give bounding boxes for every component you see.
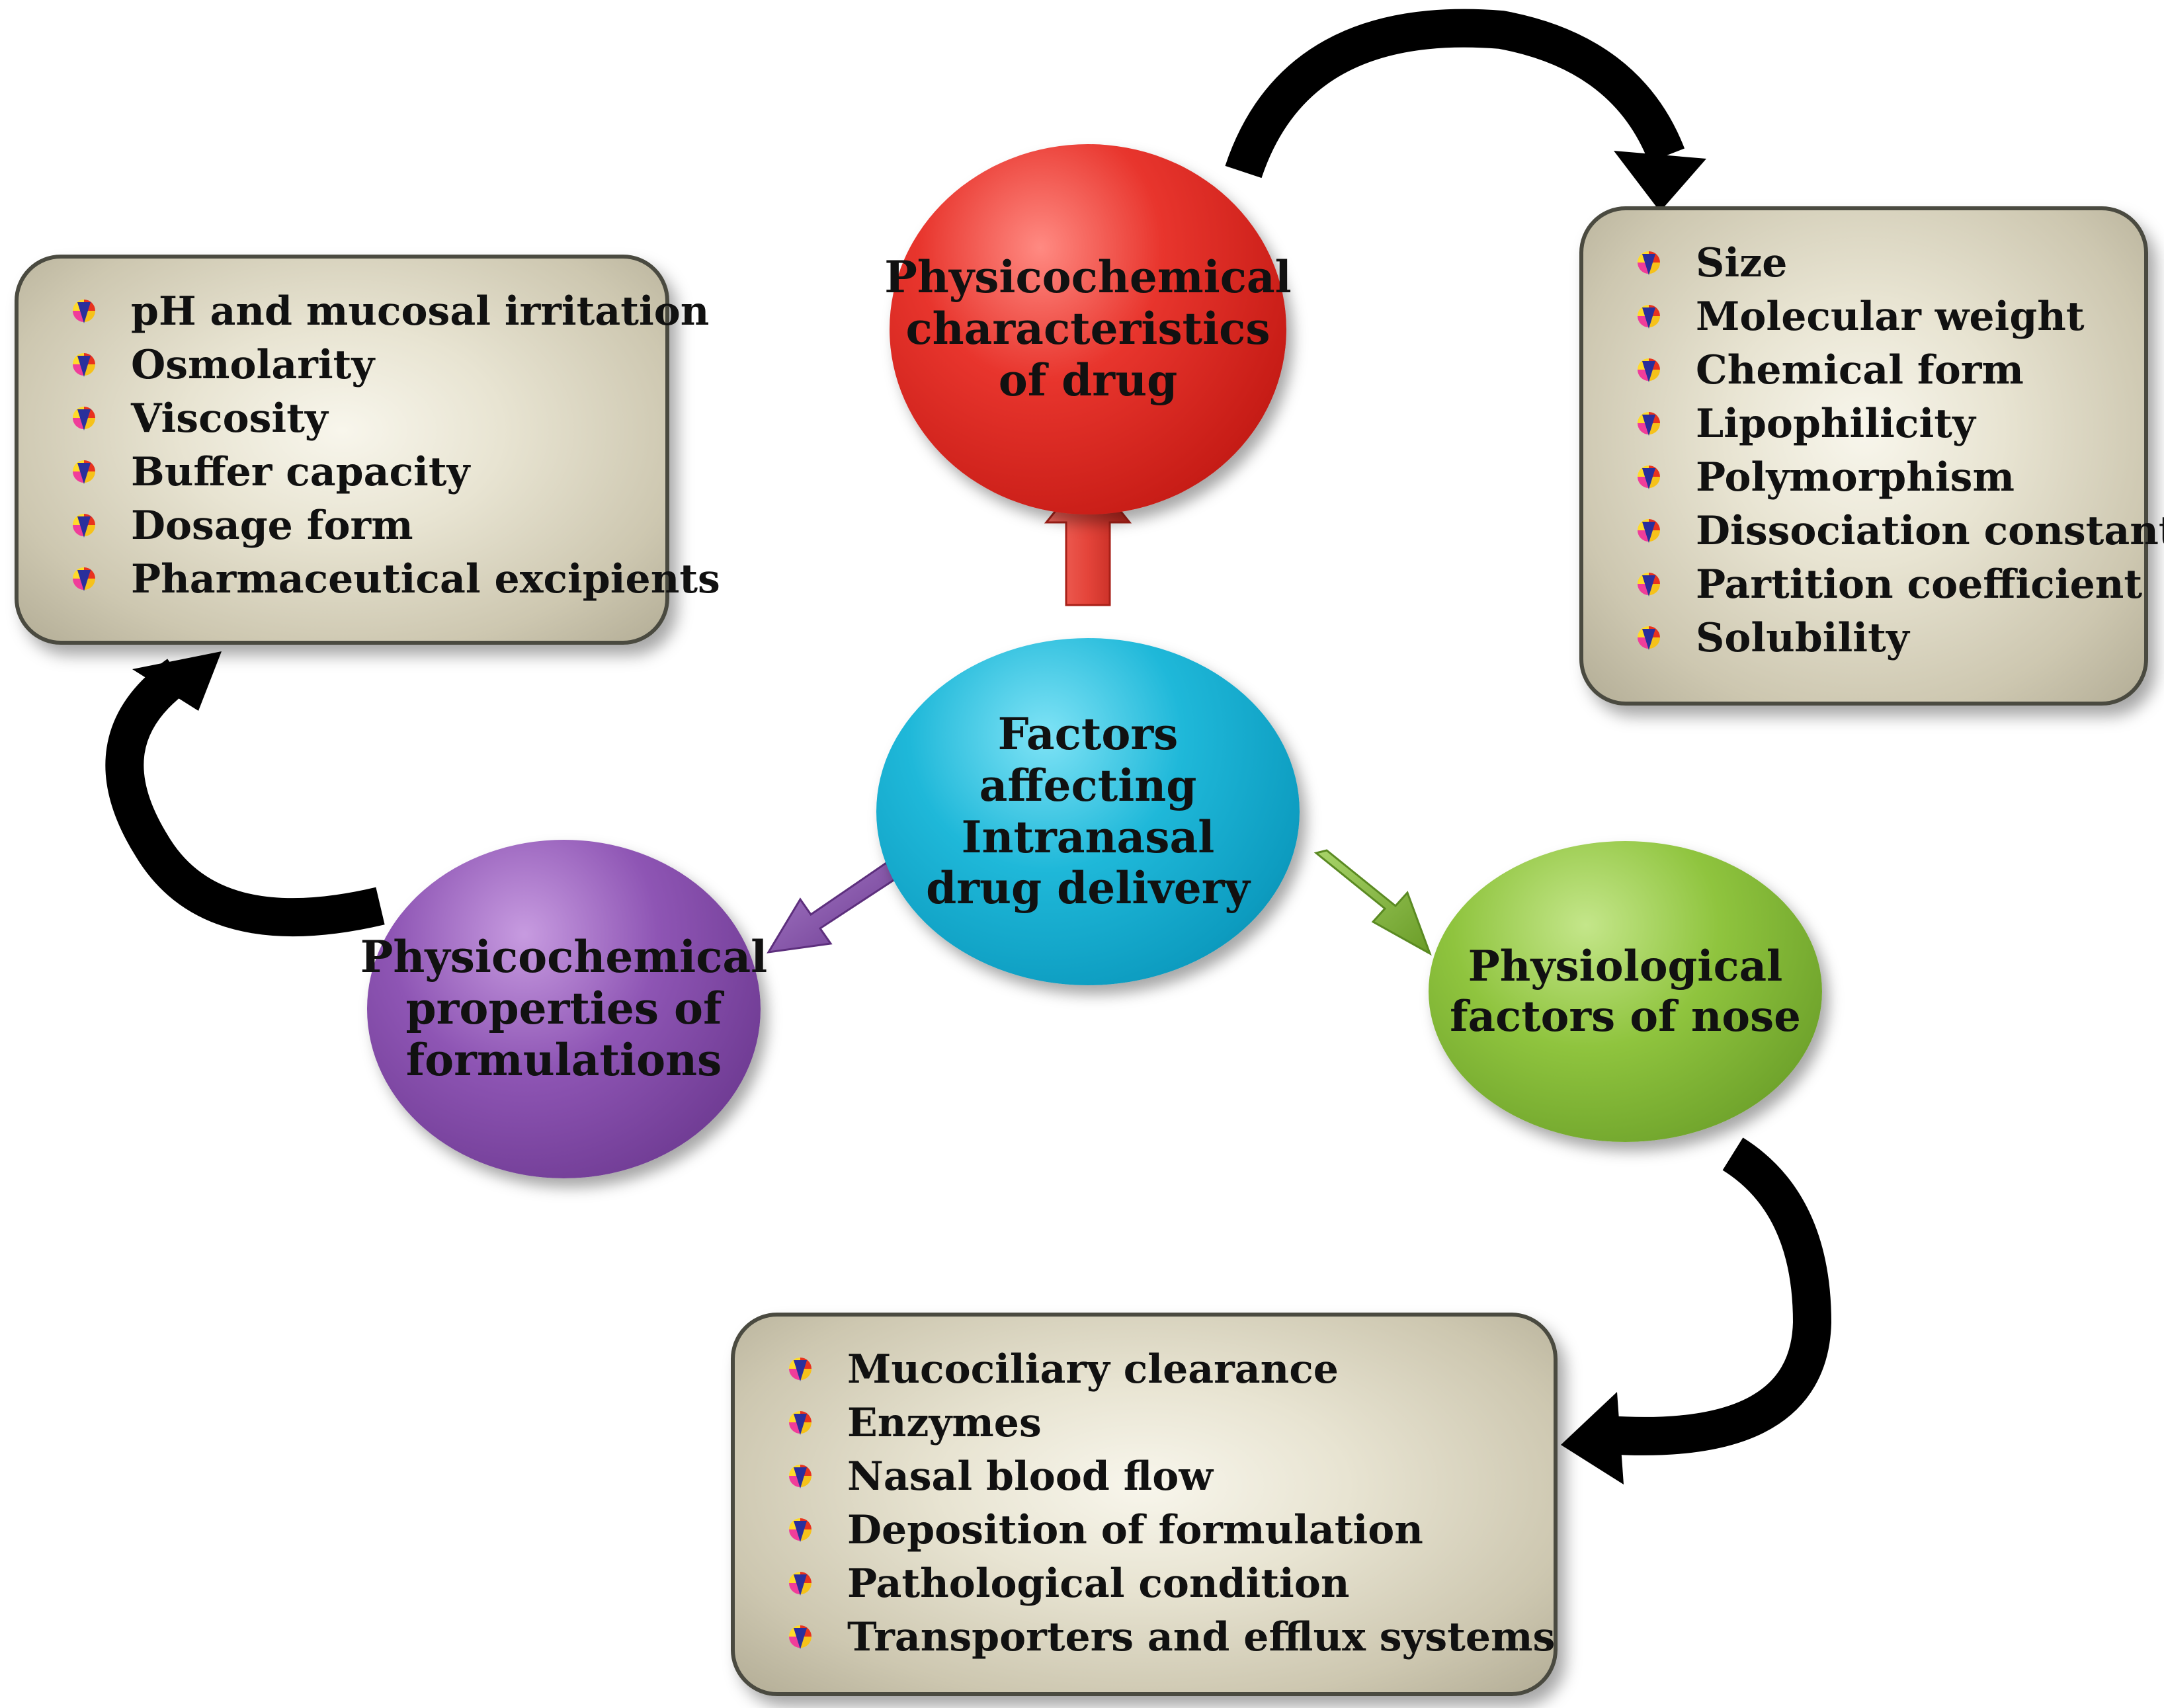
list-item-text: Chemical form	[1696, 347, 2024, 393]
bullet-arrow-icon	[1636, 626, 1661, 653]
list-item-text: Buffer capacity	[131, 449, 470, 495]
list-item: Mucociliary clearance	[788, 1343, 1534, 1397]
curved-arrow-top-to-right	[1225, 9, 1706, 212]
list-item-text: Molecular weight	[1696, 294, 2085, 340]
arrow-center-to-right	[1313, 849, 1432, 956]
bullet-arrow-icon	[1636, 305, 1661, 331]
list-item: Buffer capacity	[71, 446, 645, 499]
list-item-text: Lipophilicity	[1696, 401, 1976, 447]
list-item: Dosage form	[71, 499, 645, 553]
bullet-arrow-icon	[71, 514, 97, 540]
list-item-text: Deposition of formulation	[847, 1507, 1423, 1553]
list-item: Size	[1636, 237, 2124, 290]
node-physiological-factors: Physiological factors of nose	[1429, 841, 1822, 1142]
curved-arrow-right-to-bottom	[1561, 1137, 1832, 1484]
list-item: pH and mucosal irritation	[71, 285, 709, 339]
node-center-factors: Factors affecting Intranasal drug delive…	[876, 638, 1300, 985]
list-item-text: Partition coefficient	[1696, 561, 2143, 608]
bullet-arrow-icon	[1636, 573, 1661, 599]
bullet-arrow-icon	[71, 460, 97, 487]
list-item-text: Nasal blood flow	[847, 1453, 1213, 1500]
node-drug-characteristics-label: Physicochemical characteristics of drug	[884, 251, 1292, 406]
list-item-text: pH and mucosal irritation	[131, 288, 710, 335]
node-formulation-label: Physicochemical properties of formulatio…	[360, 931, 768, 1086]
bullet-arrow-icon	[1636, 519, 1661, 546]
bullet-arrow-icon	[788, 1572, 813, 1598]
bullet-arrow-icon	[788, 1411, 813, 1438]
list-item-text: Mucociliary clearance	[847, 1346, 1339, 1393]
bullet-arrow-icon	[71, 407, 97, 433]
list-item-text: Dissociation constant	[1696, 508, 2164, 554]
node-physiological-label: Physiological factors of nose	[1450, 941, 1801, 1041]
arrow-center-to-left	[767, 861, 899, 954]
list-item: Chemical form	[1636, 344, 2124, 397]
list-item-text: Viscosity	[131, 395, 328, 442]
node-center-label: Factors affecting Intranasal drug delive…	[926, 708, 1250, 915]
list-item-text: Transporters and efflux systems	[847, 1614, 1556, 1660]
list-item: Lipophilicity	[1636, 397, 2124, 451]
bullet-arrow-icon	[788, 1465, 813, 1491]
list-item: Pharmaceutical excipients	[71, 553, 720, 606]
list-item-text: Dosage form	[131, 503, 413, 549]
node-drug-characteristics: Physicochemical characteristics of drug	[884, 144, 1292, 514]
list-item-text: Polymorphism	[1696, 454, 2015, 501]
bullet-arrow-icon	[788, 1518, 813, 1545]
list-item: Nasal blood flow	[788, 1450, 1534, 1504]
list-item: Polymorphism	[1636, 451, 2124, 505]
list-item: Transporters and efflux systems	[788, 1611, 1555, 1664]
bullet-arrow-icon	[71, 300, 97, 326]
bullet-arrow-icon	[71, 567, 97, 594]
list-item-text: Enzymes	[847, 1400, 1042, 1446]
list-item-text: Osmolarity	[131, 342, 375, 388]
list-item-text: Solubility	[1696, 615, 1909, 661]
list-item: Enzymes	[788, 1397, 1534, 1450]
list-item: Partition coefficient	[1636, 558, 2142, 612]
bullet-arrow-icon	[1636, 251, 1661, 278]
list-item: Pathological condition	[788, 1557, 1534, 1611]
list-item: Solubility	[1636, 612, 2124, 665]
bullet-arrow-icon	[1636, 466, 1661, 492]
list-item-text: Size	[1696, 240, 1788, 286]
curved-arrow-left-to-box	[105, 651, 385, 937]
list-item: Deposition of formulation	[788, 1504, 1534, 1557]
list-item-text: Pharmaceutical excipients	[131, 556, 720, 602]
list-item: Osmolarity	[71, 339, 645, 392]
list-item: Dissociation constant	[1636, 505, 2164, 558]
bullet-arrow-icon	[788, 1358, 813, 1384]
bullet-arrow-icon	[1636, 412, 1661, 438]
bullet-arrow-icon	[71, 353, 97, 380]
list-item: Viscosity	[71, 392, 645, 446]
list-item: Molecular weight	[1636, 290, 2124, 344]
node-formulation-properties: Physicochemical properties of formulatio…	[360, 840, 767, 1178]
list-item-text: Pathological condition	[847, 1561, 1350, 1607]
bullet-arrow-icon	[788, 1625, 813, 1652]
bullet-arrow-icon	[1636, 358, 1661, 385]
